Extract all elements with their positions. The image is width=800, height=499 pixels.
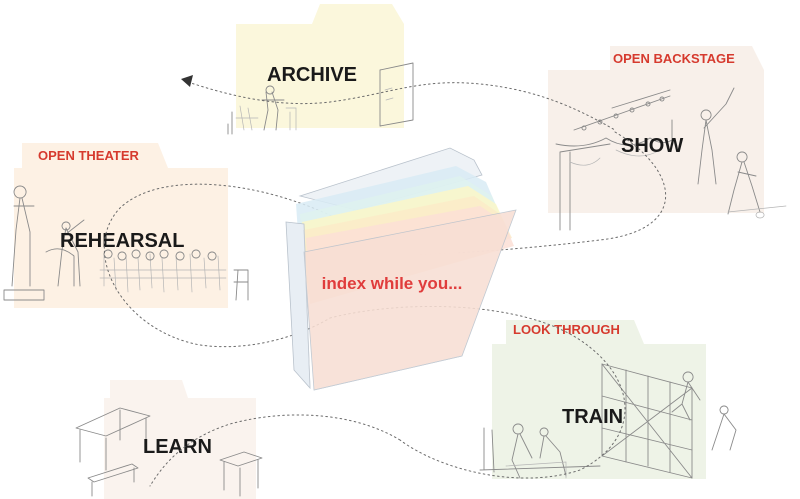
folder-archive-shape (236, 4, 404, 128)
folder-rehearsal-shape (14, 143, 228, 308)
train-sketch (479, 363, 737, 479)
folder-learn[interactable]: LEARN (75, 380, 263, 499)
folder-show-tab-label: OPEN BACKSTAGE (613, 51, 735, 66)
flow-path-archive (187, 81, 616, 131)
folder-train-shape (492, 320, 706, 479)
folder-show-shape (548, 46, 764, 213)
flow-path-rehearsal (103, 183, 341, 348)
center-caption: index while you... (322, 274, 463, 293)
flow-path-learn (149, 414, 401, 487)
archive-sketch (227, 62, 414, 135)
folder-rehearsal-tab-label: OPEN THEATER (38, 148, 139, 163)
folder-learn-title: LEARN (143, 436, 212, 458)
folder-rehearsal[interactable]: OPEN THEATER REHEARSAL (3, 143, 249, 308)
folder-show-title: SHOW (621, 135, 683, 157)
rehearsal-sketch (3, 185, 249, 301)
show-sketch (555, 87, 787, 231)
folder-rehearsal-title: REHEARSAL (60, 230, 184, 252)
folder-learn-shape (104, 380, 256, 499)
folder-archive-title: ARCHIVE (267, 64, 357, 86)
folder-train-tab-label: LOOK THROUGH (513, 322, 620, 337)
folder-show[interactable]: OPEN BACKSTAGE SHOW (548, 46, 787, 231)
folder-archive[interactable]: ARCHIVE (227, 4, 414, 135)
arrow-head-icon (181, 75, 193, 87)
open-folder-icon (285, 147, 517, 391)
folder-train[interactable]: LOOK THROUGH TRAIN (479, 320, 737, 479)
learn-sketch (75, 407, 263, 497)
folder-train-title: TRAIN (562, 406, 623, 428)
